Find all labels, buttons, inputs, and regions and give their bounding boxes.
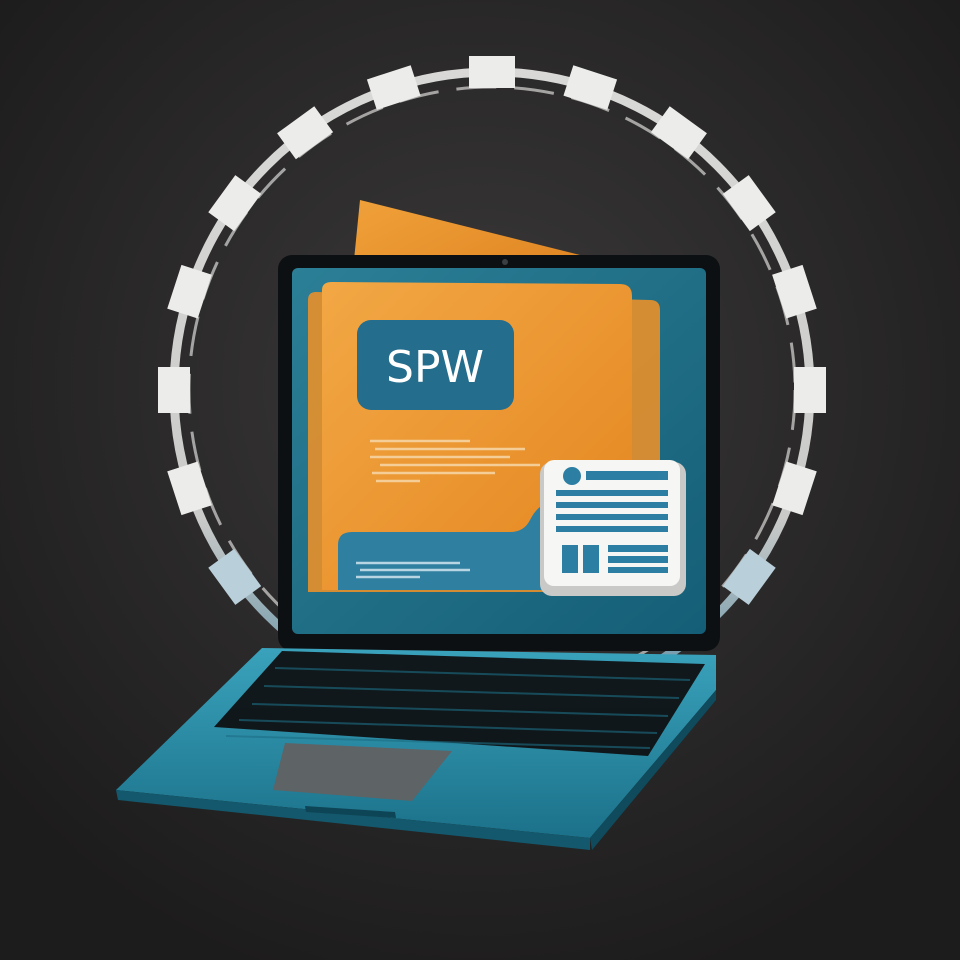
ring-of-blocks-icon [158,56,826,713]
folder-label-text: SPW [386,342,484,393]
folder-label-tag [357,320,514,410]
ring-block [563,65,618,110]
ring-block [722,175,776,232]
ring-block [208,175,262,232]
pocket-text-lines [356,561,470,579]
ring-block [794,367,826,413]
ring-block [469,56,515,88]
ring-block [722,548,776,605]
ring-block [167,461,212,516]
ring-block [366,65,421,110]
document-icon [540,460,686,596]
webcam-icon [502,259,508,265]
keyboard-icon [214,651,705,756]
folder-text-lines [370,439,540,483]
ring-block [772,264,817,319]
trackpad-icon [273,743,452,801]
ring-block [167,264,212,319]
ring-block [772,461,817,516]
ring-block [650,106,707,160]
ring-block [158,367,190,413]
ring-block [277,106,334,160]
ring-block [208,548,262,605]
